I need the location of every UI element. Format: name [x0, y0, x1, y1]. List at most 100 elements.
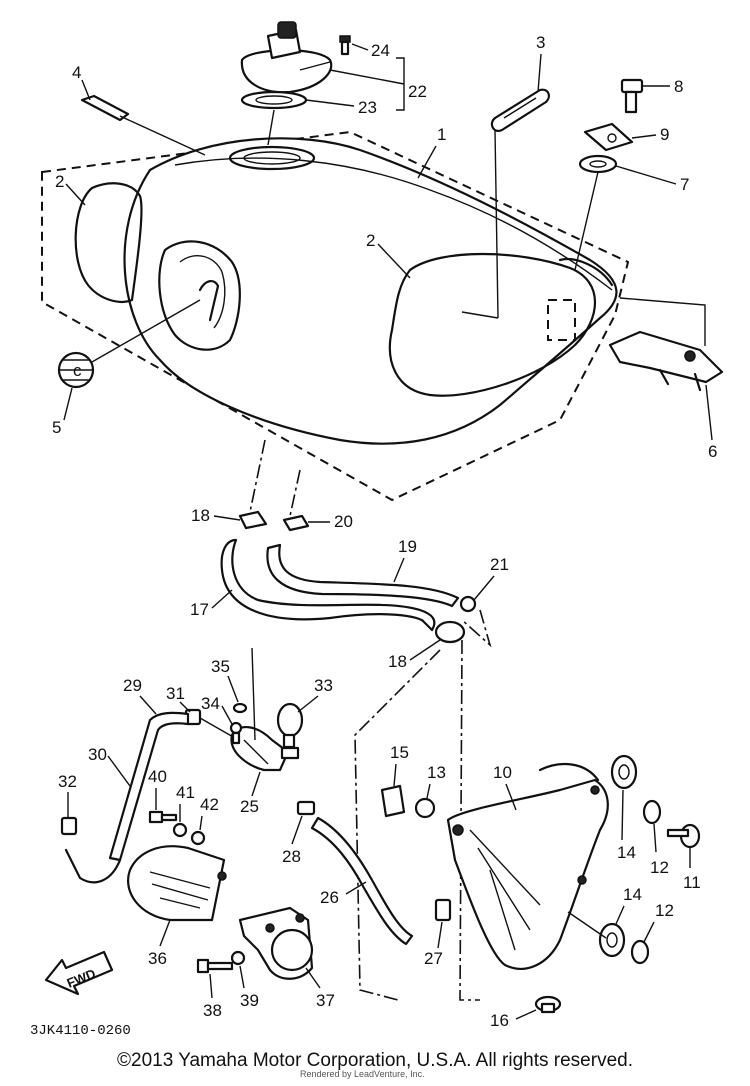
svg-text:28: 28: [282, 847, 301, 866]
svg-text:11: 11: [683, 873, 701, 892]
svg-text:12: 12: [655, 901, 674, 920]
leader-6: [619, 297, 706, 346]
svg-text:13: 13: [427, 763, 446, 782]
plate-9[interactable]: [583, 122, 634, 152]
svg-text:27: 27: [424, 949, 443, 968]
screw-16[interactable]: [534, 995, 562, 1014]
svg-text:25: 25: [240, 797, 259, 816]
screw-34[interactable]: [229, 721, 243, 745]
clamp-18-lower[interactable]: [434, 620, 466, 644]
vacuum-hose-29[interactable]: [108, 711, 190, 862]
svg-text:30: 30: [88, 745, 107, 764]
svg-text:1: 1: [437, 125, 446, 144]
breather-hose-19[interactable]: [266, 543, 460, 608]
fuel-cock-25[interactable]: [230, 726, 300, 772]
svg-text:14: 14: [623, 885, 642, 904]
nut-42[interactable]: [190, 830, 206, 846]
grommet-14-lower[interactable]: [598, 922, 626, 958]
svg-text:19: 19: [398, 537, 417, 556]
svg-text:10: 10: [493, 763, 512, 782]
svg-text:26: 26: [320, 888, 339, 907]
svg-text:31: 31: [166, 684, 185, 703]
svg-text:14: 14: [617, 843, 636, 862]
washer-12-lower[interactable]: [630, 939, 650, 965]
svg-text:7: 7: [680, 175, 689, 194]
cap-screw[interactable]: [339, 35, 351, 56]
svg-text:22: 22: [408, 82, 427, 101]
washer-7[interactable]: [578, 154, 618, 174]
svg-text:18: 18: [388, 652, 407, 671]
svg-text:3: 3: [536, 33, 545, 52]
svg-text:39: 39: [240, 991, 259, 1010]
side-cover-10[interactable]: [446, 763, 609, 970]
leader-4: [119, 115, 206, 156]
svg-text:38: 38: [203, 1001, 222, 1020]
svg-text:23: 23: [358, 98, 377, 117]
clamp-18-upper[interactable]: [238, 510, 268, 530]
svg-text:42: 42: [200, 795, 219, 814]
gauge-window[interactable]: [490, 88, 550, 132]
filler-cap[interactable]: [240, 21, 333, 94]
washer-39[interactable]: [230, 950, 246, 966]
svg-text:c: c: [73, 361, 82, 380]
bolt-38[interactable]: [196, 958, 234, 974]
fuel-tank[interactable]: [123, 137, 618, 445]
leader-25-in: [199, 717, 236, 739]
svg-text:17: 17: [190, 600, 209, 619]
copyright-notice: ©2013 Yamaha Motor Corporation, U.S.A. A…: [117, 1050, 633, 1071]
leader-3b: [461, 311, 499, 319]
svg-text:4: 4: [72, 63, 81, 82]
strap[interactable]: [80, 94, 130, 122]
clamp-33[interactable]: [276, 702, 304, 749]
fuel-hose-17[interactable]: [220, 538, 436, 632]
watermark: Rendered by LeadVenture, Inc.: [300, 1069, 425, 1079]
tank-assembly-boundary: [41, 130, 630, 502]
callouts: 1 2 2 3 4 5 6 7 8 9 10 11 12 12 13 14 14: [52, 33, 717, 1030]
cap-21[interactable]: [459, 595, 477, 613]
clip-28[interactable]: [296, 800, 316, 816]
clip-27[interactable]: [434, 898, 452, 922]
svg-text:35: 35: [211, 657, 230, 676]
leader-7: [574, 171, 599, 271]
svg-text:6: 6: [708, 442, 717, 461]
fwd-arrow: [44, 950, 114, 996]
svg-text:32: 32: [58, 772, 77, 791]
washer-12-upper[interactable]: [642, 799, 662, 825]
fuel-hose-26[interactable]: [310, 816, 414, 946]
damper-5[interactable]: c: [57, 351, 95, 389]
filler-cap-gasket[interactable]: [240, 90, 308, 110]
svg-text:29: 29: [123, 676, 142, 695]
svg-text:33: 33: [314, 676, 333, 695]
svg-text:5: 5: [52, 418, 61, 437]
cover-36[interactable]: [127, 845, 227, 922]
leader-3: [494, 129, 499, 319]
svg-text:24: 24: [371, 41, 390, 60]
grommet-13[interactable]: [414, 797, 436, 819]
bracket-6[interactable]: [608, 330, 724, 392]
bolt-11[interactable]: [666, 823, 701, 849]
washer-35[interactable]: [232, 702, 248, 714]
diagram-code: 3JK4110-0260: [30, 1023, 131, 1039]
svg-text:34: 34: [201, 694, 220, 713]
clip-32[interactable]: [60, 816, 78, 836]
svg-text:41: 41: [176, 783, 195, 802]
svg-text:2: 2: [55, 172, 64, 191]
svg-text:37: 37: [316, 991, 335, 1010]
bolt-40[interactable]: [148, 810, 178, 824]
emblem-gasket-left[interactable]: [74, 182, 143, 303]
pipe-30[interactable]: [64, 848, 122, 884]
pump-37[interactable]: [238, 906, 314, 980]
svg-text:12: 12: [650, 858, 669, 877]
svg-text:18: 18: [191, 506, 210, 525]
grommet-14-upper[interactable]: [610, 754, 638, 790]
svg-text:40: 40: [148, 767, 167, 786]
svg-text:16: 16: [490, 1011, 509, 1030]
pin-15[interactable]: [380, 784, 406, 818]
svg-text:21: 21: [490, 555, 509, 574]
svg-text:20: 20: [334, 512, 353, 531]
svg-text:8: 8: [674, 77, 683, 96]
clamp-20[interactable]: [282, 514, 310, 532]
bolt-8[interactable]: [620, 78, 644, 114]
washer-41[interactable]: [172, 822, 188, 838]
